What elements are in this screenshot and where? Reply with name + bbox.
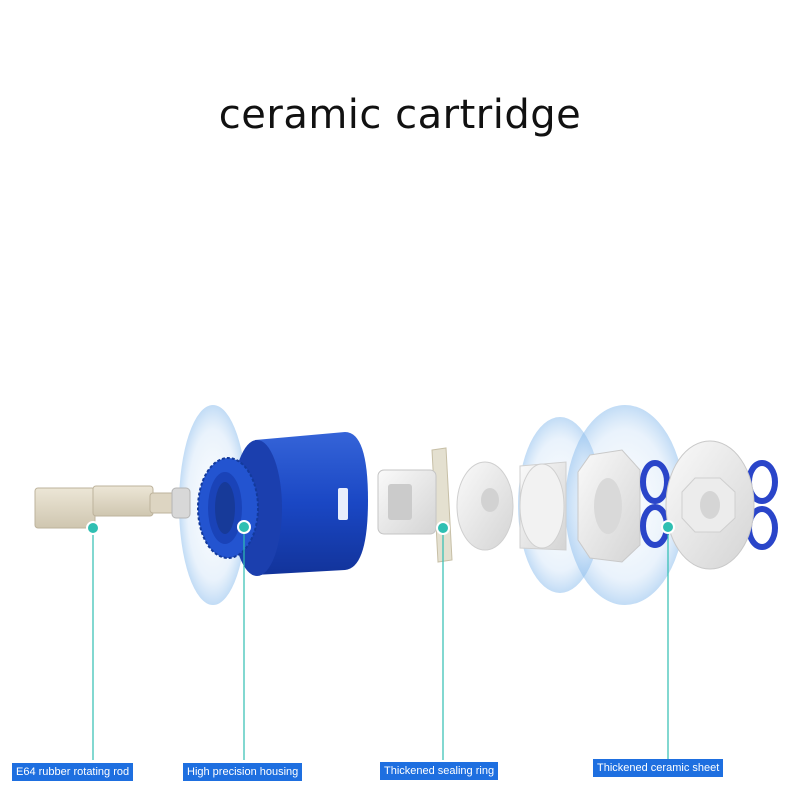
sealing-ring-parts [456, 461, 567, 551]
callout-label-sealing-ring: Thickened sealing ring [380, 762, 499, 780]
callout-label-rubber-rod: E64 rubber rotating rod [12, 763, 134, 781]
page-title: ceramic cartridge [218, 92, 582, 138]
callout-label-ceramic-sheet: Thickened ceramic sheet [593, 759, 724, 777]
callout-label-housing: High precision housing [183, 763, 303, 781]
base-cap-part [665, 440, 755, 570]
shaft-part [377, 447, 453, 563]
ceramic-sheet-part [577, 449, 641, 563]
rotating-rod-part [34, 485, 191, 529]
leader-lines [86, 520, 675, 760]
